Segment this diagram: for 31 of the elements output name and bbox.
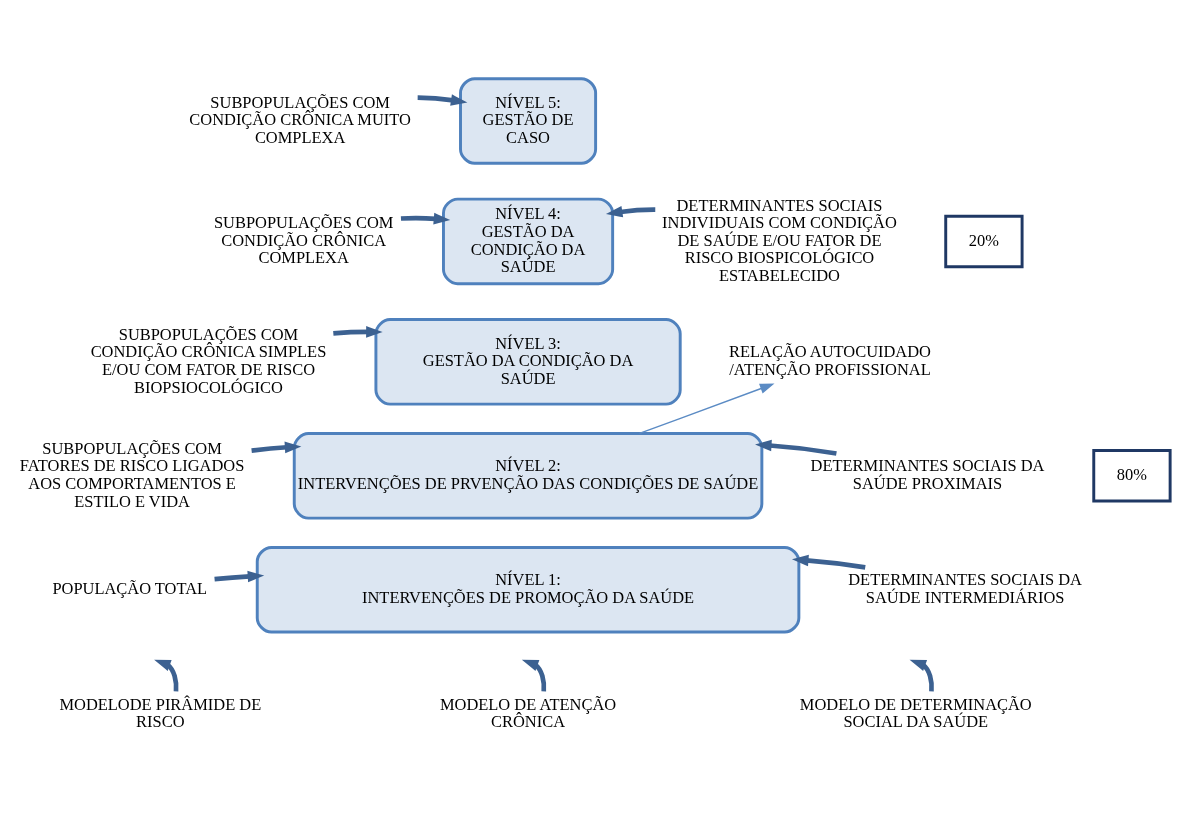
node-box: NÍVEL 1: INTERVENÇÕES DE PROMOÇÃO DA SAÚDE <box>255 545 801 634</box>
node-box: NÍVEL 3: GESTÃO DA CONDIÇÃO DA SAÚDE <box>374 317 682 406</box>
node-text: SUBPOPULAÇÕES COM FATORES DE RISCO LIGADOS AOS COMPORTAMENTOS E ESTILO E VIDA <box>19 438 245 511</box>
node-text: MODELO DE DETERMINAÇÃO SOCIAL DA SAÚDE <box>799 694 1032 731</box>
node-box: 20% <box>944 214 1024 268</box>
arrow <box>521 659 547 691</box>
node-text: MODELO DE ATENÇÃO CRÔNICA <box>439 694 617 731</box>
arrow <box>154 659 179 691</box>
arrow <box>251 441 302 453</box>
node-text: SUBPOPULAÇÕES COM CONDIÇÃO CRÔNICA SIMPLES E/OU COM FATOR DE RISCO BIOPSIOCOLÓGICO <box>90 324 327 397</box>
arrow <box>400 212 451 224</box>
node-text: RELAÇÃO AUTOCUIDADO /ATENÇÃO PROFISSIONAL <box>729 341 931 379</box>
arrow <box>333 325 383 338</box>
arrow <box>909 659 934 691</box>
node-text: POPULAÇÃO TOTAL <box>52 578 208 598</box>
arrow <box>417 93 468 106</box>
node-box: NÍVEL 4: GESTÃO DA CONDIÇÃO DA SAÚDE <box>442 197 615 285</box>
arrow <box>214 570 265 582</box>
node-text: SUBPOPULAÇÕES COM CONDIÇÃO CRÔNICA MUITO COMPLEXA <box>189 92 411 147</box>
node-text: DETERMINANTES SOCIAIS DA SAÚDE INTERMEDIÁRIOS <box>848 569 1082 607</box>
node-box: NÍVEL 5: GESTÃO DE CASO <box>459 76 598 165</box>
arrow <box>605 205 656 217</box>
node-text: SUBPOPULAÇÕES COM CONDIÇÃO CRÔNICA COMPLEXA <box>213 212 394 267</box>
arrow <box>755 439 837 456</box>
node-text: MODELODE PIRÂMIDE DE RISCO <box>59 694 262 731</box>
node-box: 80% <box>1092 448 1172 503</box>
node-text: DETERMINANTES SOCIAIS INDIVIDUAIS COM CONDIÇÃO DE SAÚDE E/OU FATOR DE RISCO BIOSPICOLÓGICO ESTABELECIDO <box>662 195 897 285</box>
node-text: DETERMINANTES SOCIAIS DA SAÚDE PROXIMAIS <box>810 455 1045 493</box>
node-box: NÍVEL 2: INTERVENÇÕES DE PRVENÇÃO DAS CONDIÇÕES DE SAÚDE <box>292 431 764 520</box>
arrow <box>792 554 866 570</box>
arrow <box>638 383 775 434</box>
